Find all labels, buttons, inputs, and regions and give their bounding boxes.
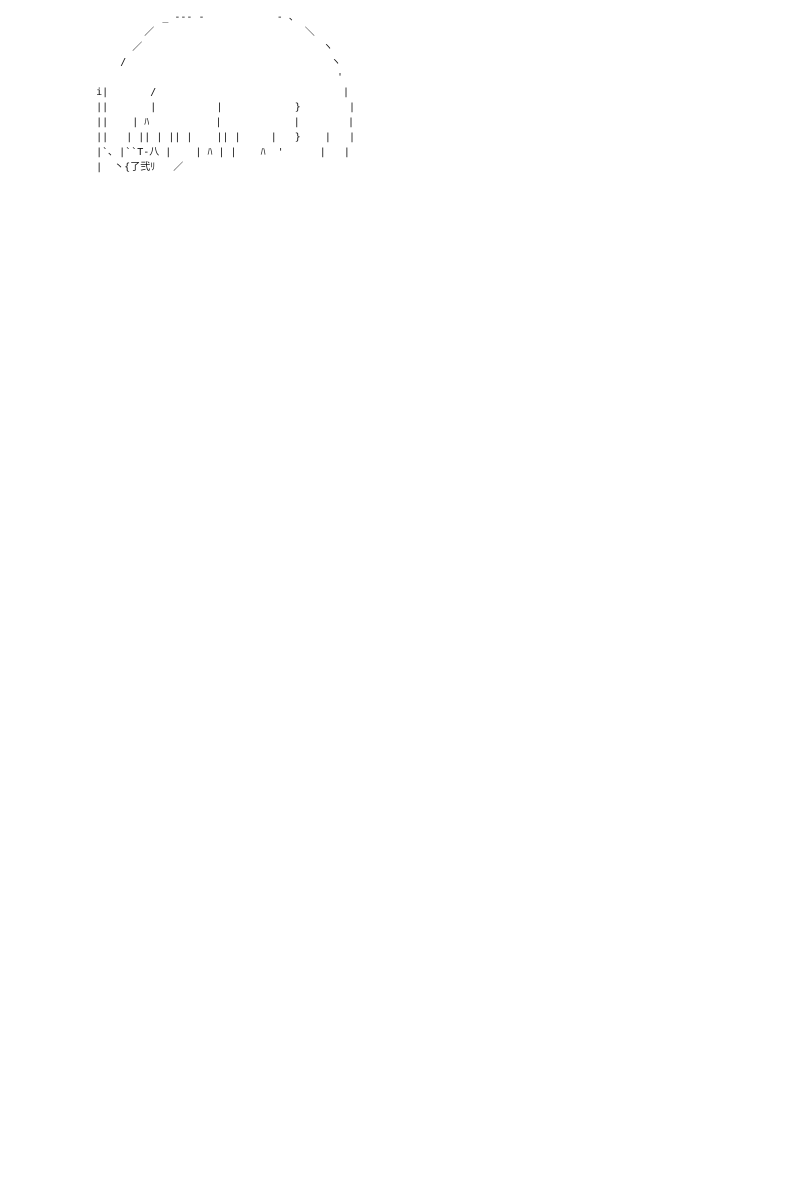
- girl-ascii-art: _ --‐ ‐ ‐ 、 ／ ＼ ／ ヽ / ヽ: [96, 12, 356, 173]
- panel-girl: _ --‐ ‐ ‐ 、 ／ ＼ ／ ヽ / ヽ: [0, 0, 800, 450]
